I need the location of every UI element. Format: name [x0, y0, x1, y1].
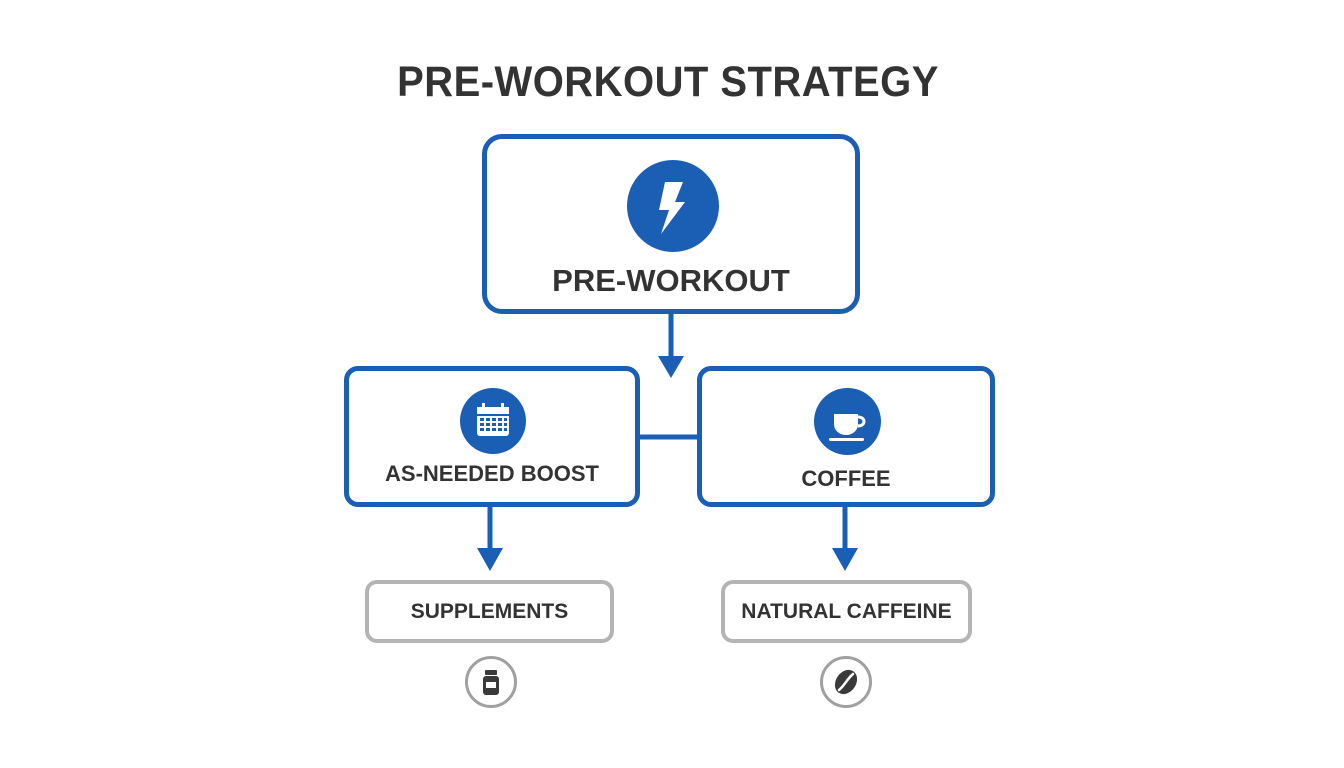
- lightning-bolt-icon: [627, 160, 719, 252]
- node-coffee-label: COFFEE: [801, 466, 891, 491]
- calendar-icon: [460, 388, 526, 454]
- node-natural-caffeine-label: NATURAL CAFFEINE: [741, 600, 952, 623]
- arrowhead-root: [658, 356, 684, 378]
- coffee-cup-icon: [814, 388, 881, 455]
- coffee-bean-icon: [820, 656, 872, 708]
- arrowhead-right: [832, 548, 858, 571]
- node-as-needed-boost-label: AS-NEEDED BOOST: [385, 461, 599, 486]
- node-supplements-label: SUPPLEMENTS: [410, 600, 569, 623]
- node-as-needed-boost: AS-NEEDED BOOST: [344, 366, 640, 507]
- arrowhead-left: [477, 548, 503, 571]
- diagram-title: PRE-WORKOUT STRATEGY: [397, 58, 939, 106]
- supplement-bottle-icon: [465, 656, 517, 708]
- node-pre-workout: PRE-WORKOUT: [482, 134, 860, 314]
- node-supplements: SUPPLEMENTS: [365, 580, 614, 643]
- node-pre-workout-label: PRE-WORKOUT: [552, 263, 790, 298]
- node-coffee: COFFEE: [697, 366, 995, 507]
- node-natural-caffeine: NATURAL CAFFEINE: [721, 580, 972, 643]
